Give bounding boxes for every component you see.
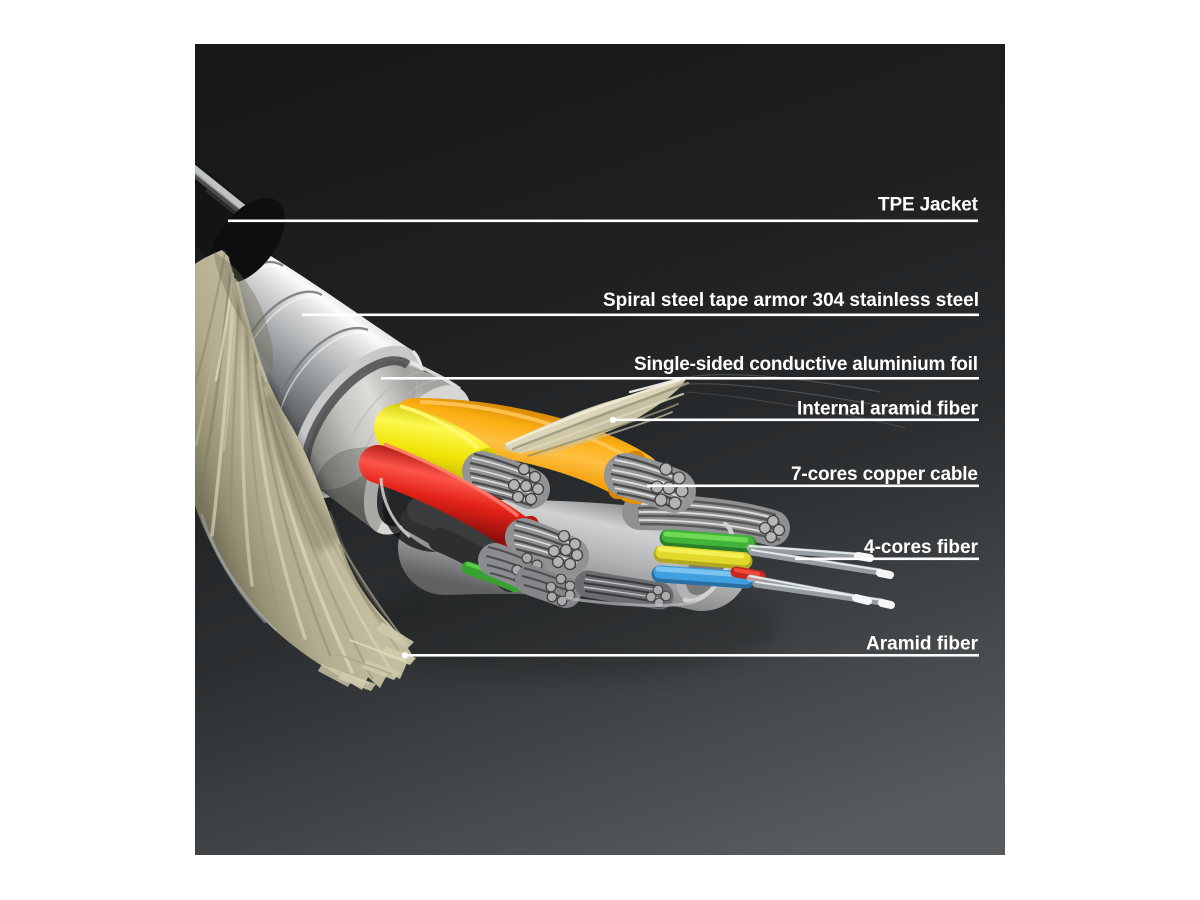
svg-text:Aramid fiber: Aramid fiber: [866, 634, 979, 655]
svg-text:7-cores copper cable: 7-cores copper cable: [791, 464, 978, 485]
svg-text:TPE Jacket: TPE Jacket: [878, 195, 979, 216]
svg-text:Single-sided conductive alumin: Single-sided conductive aluminium foil: [634, 354, 978, 375]
svg-text:Internal aramid fiber: Internal aramid fiber: [797, 399, 979, 420]
svg-text:4-cores fiber: 4-cores fiber: [864, 537, 979, 558]
svg-text:Spiral steel tape armor 304 st: Spiral steel tape armor 304 stainless st…: [603, 290, 979, 311]
